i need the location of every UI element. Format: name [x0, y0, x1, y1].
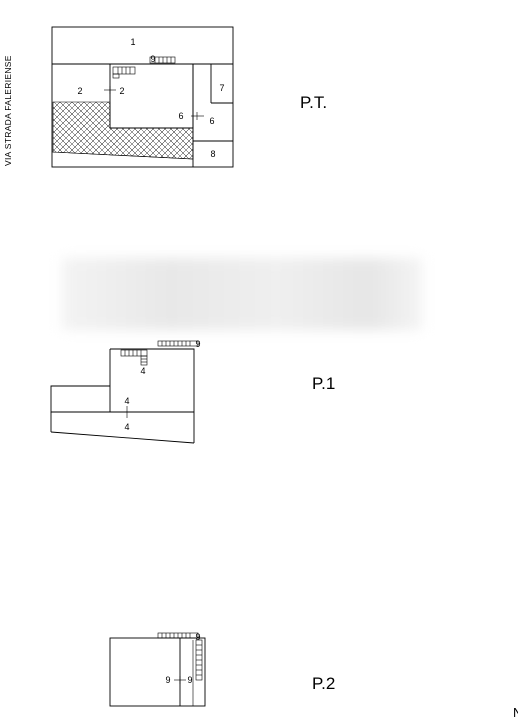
- room-9-label: 9: [165, 675, 170, 685]
- stair-9-label: 9: [150, 54, 155, 64]
- room-6-label-secondary: 6: [209, 116, 214, 126]
- room-2-label: 2: [77, 86, 82, 96]
- second-floor-outline: [109, 637, 206, 707]
- stair-9-ground: [149, 56, 176, 64]
- room-7-label: 7: [219, 83, 224, 93]
- plan-ground-floor: 1 9 2 2 6 6 7 8 P.T.: [51, 26, 327, 168]
- plan-first-floor: 9 4 4 4 P.1: [50, 339, 335, 444]
- floor-title-p2: P.2: [312, 674, 335, 693]
- plan-second-floor: 9 9 9 P.2: [109, 632, 335, 707]
- first-floor-outline: [50, 431, 195, 444]
- room-4-label-secondary: 4: [124, 422, 129, 432]
- corner-letter: N: [513, 705, 518, 720]
- stair-9-label-first: 9: [195, 339, 200, 349]
- hatched-courtyard: [52, 101, 194, 160]
- blurred-region: [62, 258, 422, 330]
- room-4-label: 4: [124, 396, 129, 406]
- room-2-label-secondary: 2: [119, 86, 124, 96]
- room-1-label: 1: [130, 37, 135, 47]
- stair-9-label-second: 9: [195, 632, 200, 642]
- stair-4-first: [120, 349, 148, 357]
- stair-4-label: 4: [140, 366, 145, 376]
- room-6-label: 6: [178, 111, 183, 121]
- room-9-label-secondary: 9: [187, 675, 192, 685]
- ground-floor-outline: [51, 26, 234, 168]
- floor-title-p1: P.1: [312, 374, 335, 393]
- floor-title-pt: P.T.: [300, 93, 327, 112]
- street-label: VIA STRADA FALERIENSE: [3, 55, 13, 166]
- stair-ground-inner: [112, 66, 136, 75]
- room-8-label: 8: [210, 149, 215, 159]
